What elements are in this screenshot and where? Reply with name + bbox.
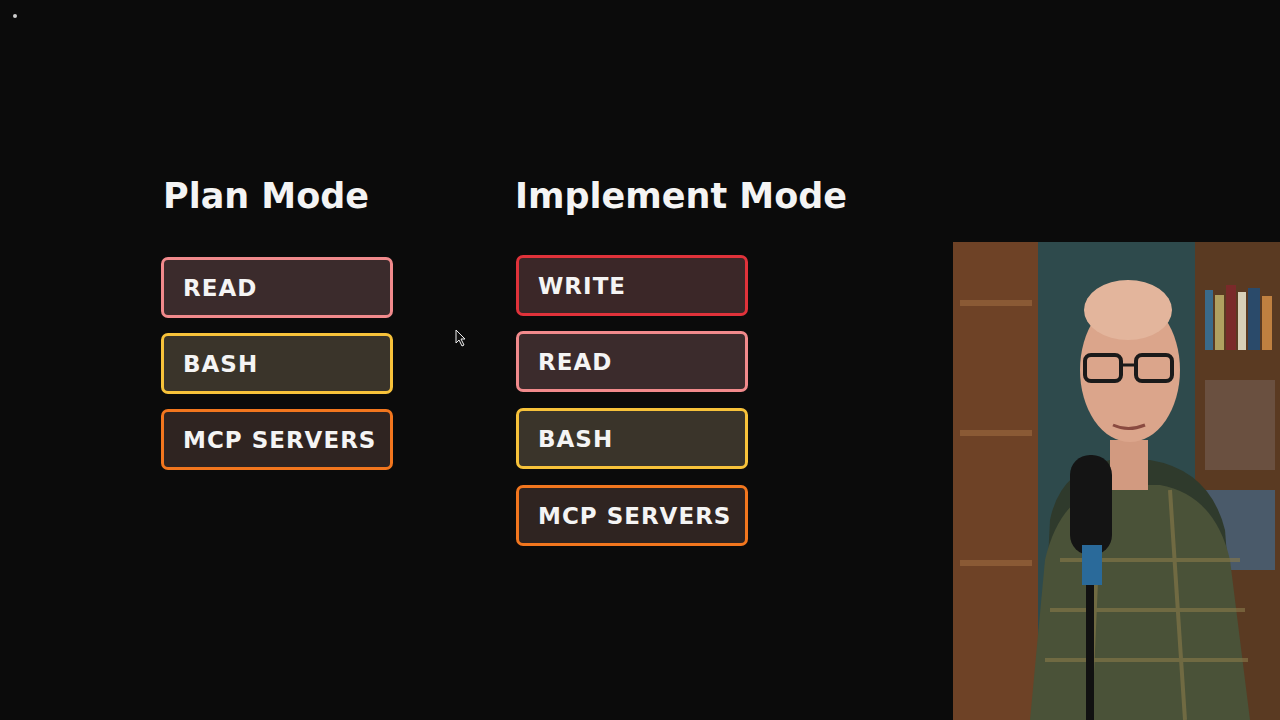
tool-label: READ — [183, 275, 257, 301]
mic-mount — [1082, 545, 1102, 585]
book — [1238, 292, 1246, 350]
tool-label: BASH — [183, 351, 258, 377]
wall — [953, 242, 1280, 720]
tool-box: MCP SERVERS — [516, 485, 748, 546]
forehead — [1084, 280, 1172, 340]
microphone — [1070, 455, 1112, 555]
book — [1226, 285, 1236, 350]
tool-label: MCP SERVERS — [183, 427, 376, 453]
glasses — [1085, 355, 1121, 381]
tool-box: BASH — [161, 333, 393, 394]
shelf — [960, 430, 1032, 436]
tool-box: READ — [161, 257, 393, 318]
tool-box: BASH — [516, 408, 748, 469]
column-heading: Implement Mode — [515, 176, 847, 216]
webcam-photo — [953, 242, 1280, 720]
column-heading: Plan Mode — [163, 176, 369, 216]
neck — [1110, 440, 1148, 490]
book — [1262, 296, 1272, 350]
glasses-bridge — [1121, 364, 1136, 367]
book — [1215, 295, 1224, 350]
tool-box: READ — [516, 331, 748, 392]
plaid-shirt — [1030, 485, 1250, 720]
mouth — [1113, 425, 1145, 429]
book — [1205, 290, 1213, 350]
book — [1248, 288, 1260, 350]
mouse-cursor — [456, 330, 465, 346]
book-row — [1205, 380, 1275, 470]
tool-label: BASH — [538, 426, 613, 452]
tool-label: MCP SERVERS — [538, 503, 731, 529]
dot-mark — [13, 14, 17, 18]
tool-label: READ — [538, 349, 612, 375]
tool-box: MCP SERVERS — [161, 409, 393, 470]
glasses — [1136, 355, 1172, 381]
shelf — [960, 560, 1032, 566]
tool-label: WRITE — [538, 273, 626, 299]
bookshelf — [953, 242, 1038, 720]
shelf — [960, 300, 1032, 306]
tool-box: WRITE — [516, 255, 748, 316]
